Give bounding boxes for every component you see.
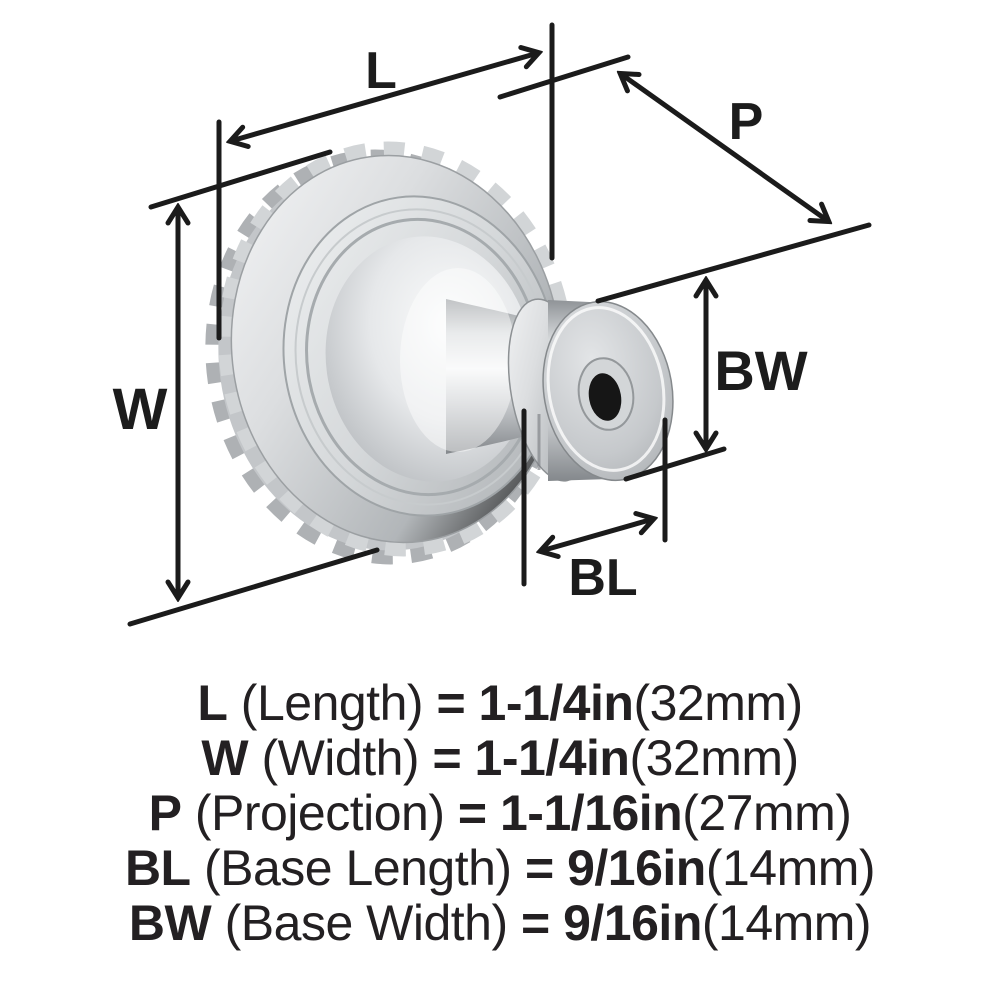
base-rim-highlight: [546, 306, 666, 472]
spec-abbr: W: [201, 730, 249, 786]
spec-name: (Base Width): [224, 895, 508, 951]
label-BW: BW: [714, 339, 807, 402]
knob-illustration: [205, 141, 674, 565]
dim-BW-tick-bottom: [623, 446, 727, 482]
spec-abbr: BW: [128, 895, 212, 951]
spec-abbr: L: [197, 675, 228, 731]
spec-line-width: W (Width) = 1-1/4in(32mm): [0, 731, 1000, 786]
spec-metric: (14mm): [705, 840, 876, 896]
spec-metric: (14mm): [701, 895, 872, 951]
spec-name: (Projection): [194, 785, 445, 841]
spec-name: (Width): [261, 730, 420, 786]
spec-value: = 1-1/16in: [457, 785, 683, 841]
spec-value: = 9/16in: [521, 895, 702, 951]
spec-name: (Base Length): [204, 840, 512, 896]
spec-line-projection: P (Projection) = 1-1/16in(27mm): [0, 786, 1000, 841]
spec-metric: (27mm): [682, 785, 852, 841]
spec-value: = 9/16in: [525, 840, 706, 896]
dim-BL-arrow: [541, 519, 653, 551]
label-BL: BL: [568, 549, 637, 607]
spec-line-length: L (Length) = 1-1/4in(32mm): [0, 676, 1000, 731]
spec-line-base-length: BL (Base Length) = 9/16in(14mm): [0, 841, 1000, 896]
label-W: W: [113, 377, 168, 442]
dim-P-ext-bottom: [595, 222, 872, 304]
spec-value: = 1-1/4in: [432, 730, 630, 786]
dimension-labels: L P W BW BL: [113, 42, 808, 607]
knob-diagram-svg: L P W BW BL: [113, 22, 872, 627]
dim-W-ext-bottom: [127, 547, 380, 627]
dim-P-arrow: [621, 74, 828, 221]
spec-metric: (32mm): [629, 730, 799, 786]
dimension-lines: [127, 22, 872, 627]
dim-W-tick-top: [148, 149, 333, 210]
dim-P-tick-top: [497, 54, 631, 100]
label-L: L: [365, 42, 397, 100]
spec-name: (Length): [240, 675, 424, 731]
spec-value: = 1-1/4in: [436, 675, 634, 731]
dim-L-arrow: [231, 53, 538, 141]
spec-metric: (32mm): [633, 675, 803, 731]
spec-abbr: P: [148, 785, 182, 841]
spec-text-block: L (Length) = 1-1/4in(32mm) W (Width) = 1…: [0, 676, 1000, 951]
spec-line-base-width: BW (Base Width) = 9/16in(14mm): [0, 896, 1000, 951]
label-P: P: [729, 93, 764, 151]
screw-hole: [588, 373, 622, 421]
stem-boss-highlight: [400, 268, 516, 452]
spec-abbr: BL: [124, 840, 191, 896]
